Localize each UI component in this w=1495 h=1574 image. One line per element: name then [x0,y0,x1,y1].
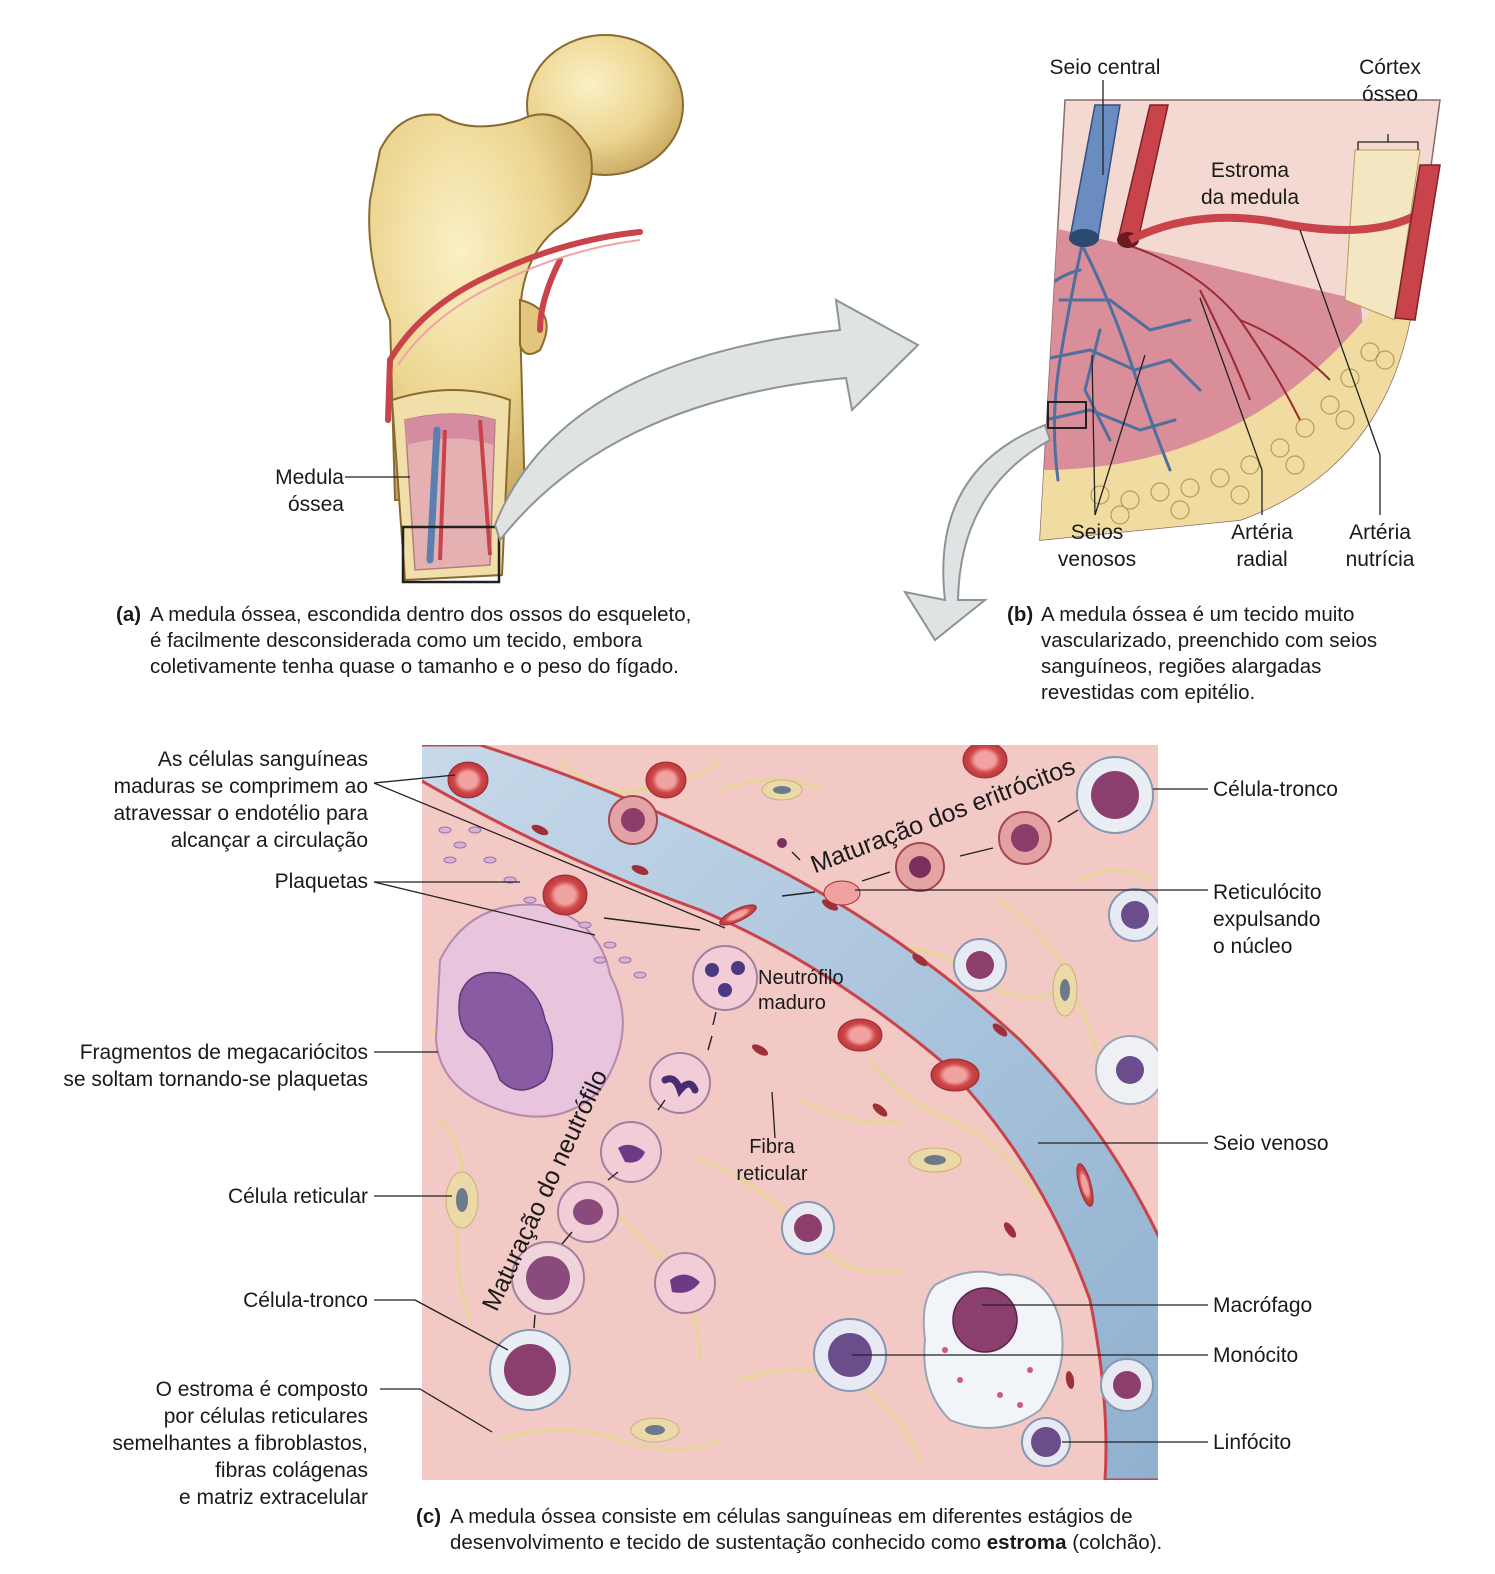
macrophage-granules [942,1347,1033,1408]
label-reticulocyte: Reticulócito expulsando o núcleo [1213,879,1322,960]
label-mature-neutrophil: Neutrófilo maduro [758,966,844,1016]
endothelial-nuclei [531,824,1075,1389]
label-radial-artery: Artéria radial [1212,519,1312,573]
label-venous-sinuses-line2: venosos [1057,548,1137,571]
label-mature-neutrophil-line2: maduro [758,992,826,1014]
label-marrow-stroma-line2: da medula [1200,186,1300,209]
macrophage-nucleus [952,1287,1018,1353]
caption-c-line2-pre: desenvolvimento e tecido de sustentação … [450,1531,987,1554]
label-nutrient-artery: Artéria nutrícia [1325,519,1435,573]
caption-b: (b) A medula óssea é um tecido muito vas… [1007,602,1447,706]
stem-cells [489,756,1154,1411]
artery-a [385,229,643,423]
label-bone-marrow-line1: Medula [275,466,344,489]
caption-a: (a) A medula óssea, escondida dentro dos… [116,602,796,680]
vein-a [426,426,441,564]
caption-b-tag: (b) [1007,603,1034,626]
label-megakaryocyte-line2: se soltam tornando-se plaquetas [63,1068,368,1091]
label-monocyte: Monócito [1213,1344,1299,1367]
label-stroma-line3: semelhantes a fibroblastos, [112,1432,368,1455]
central-sinus-end [1069,229,1099,247]
label-bone-marrow: Medula óssea [240,464,344,518]
label-bone-cortex-line1: Córtex [1359,56,1421,79]
neutrophil-series [511,945,758,1315]
label-bone-marrow-line2: óssea [287,493,344,516]
label-lymphocyte: Linfócito [1213,1431,1292,1454]
erythroid-cells [608,795,1052,892]
megakaryocyte-nucleus [458,971,554,1091]
label-marrow-stroma: Estroma da medula [1185,157,1315,211]
spongy-cells [1090,342,1395,525]
label-radial-artery-line1: Artéria [1231,521,1293,544]
label-stroma-line2: por células reticulares [163,1405,368,1428]
cortex-bracket [1357,134,1419,150]
erythrocytes [447,745,1094,1207]
caption-c-line2-post: (colchão). [1066,1531,1163,1554]
maturation-arrows [533,809,1079,1329]
label-megakaryocyte-fragments: Fragmentos de megacariócitos se soltam t… [10,1039,368,1093]
cellular-detail [373,745,1208,1480]
label-stem-cell-left: Célula-tronco [243,1289,368,1312]
zoom-arrow-a-to-b [493,298,920,543]
spongy-bone [405,414,495,445]
label-radial-artery-line2: radial [1236,548,1288,571]
caption-c-stroma-term: estroma [986,1531,1067,1554]
radial-artery-branches [1127,244,1331,421]
label-venous-sinuses-line1: Seios [1070,521,1124,544]
nutrient-artery [1128,206,1428,244]
caption-c-line1: A medula óssea consiste em células sangu… [450,1505,1133,1528]
caption-c: (c) A medula óssea consiste em células s… [416,1504,1416,1556]
caption-a-text: A medula óssea, escondida dentro dos oss… [150,603,692,678]
caption-c-tag: (c) [416,1505,442,1528]
label-reticular-cell: Célula reticular [227,1185,368,1208]
artery-a2 [397,239,641,366]
label-megakaryocyte-line1: Fragmentos de megacariócitos [79,1041,368,1064]
label-mature-cells-line4: alcançar a circulação [170,829,368,852]
zoom-box-b [1047,401,1087,429]
leaders-b [1091,80,1381,516]
wedge-bone-band [1040,300,1415,540]
label-reticulocyte-line3: o núcleo [1213,935,1293,958]
artery-a4 [478,419,492,556]
femur-illustration [345,34,684,584]
label-mature-cells-line3: atravessar o endotélio para [113,802,369,825]
label-reticulocyte-line1: Reticulócito [1213,881,1322,904]
zoom-box-a [401,525,501,584]
label-mature-cells: As células sanguíneas maduras se comprim… [40,746,369,854]
caption-a-tag: (a) [116,603,142,626]
label-reticulocyte-line2: expulsando [1213,908,1321,931]
label-nutrient-artery-line1: Artéria [1349,521,1411,544]
label-reticular-fiber-line2: reticular [736,1163,808,1185]
label-mature-neutrophil-line1: Neutrófilo [758,967,844,989]
caption-c-line2: desenvolvimento e tecido de sustentação … [416,1530,1416,1556]
label-stroma-line4: fibras colágenas [215,1459,368,1482]
label-venous-sinus: Seio venoso [1213,1132,1329,1155]
label-bone-cortex: Córtex ósseo [1340,54,1440,108]
label-reticular-fiber: Fibra reticular [722,1134,822,1188]
label-stroma-composition: O estroma é composto por células reticul… [40,1376,368,1511]
label-reticular-fiber-line1: Fibra [749,1136,795,1158]
label-macrophage: Macrófago [1213,1294,1313,1317]
marrow-section-illustration [1039,80,1441,541]
nutrient-artery-outer [1394,164,1441,321]
label-stem-cell-right: Célula-tronco [1213,778,1338,801]
zoom-arrow-b-to-c [902,423,1052,642]
label-mature-cells-line2: maduras se comprimem ao [113,775,368,798]
leaders-c [373,774,1208,1443]
label-nutrient-artery-line2: nutrícia [1345,548,1415,571]
label-platelets: Plaquetas [274,870,368,893]
artery-a3 [438,429,447,561]
label-central-sinus: Seio central [1049,56,1161,79]
label-marrow-stroma-line1: Estroma [1210,159,1290,182]
label-mature-cells-line1: As células sanguíneas [157,748,368,771]
label-bone-cortex-line2: ósseo [1361,83,1419,106]
caption-b-text: A medula óssea é um tecido muito vascula… [1041,603,1378,704]
label-stroma-line5: e matriz extracelular [178,1486,368,1509]
label-stroma-line1: O estroma é composto [155,1378,368,1401]
label-venous-sinuses: Seios venosos [1045,519,1149,573]
